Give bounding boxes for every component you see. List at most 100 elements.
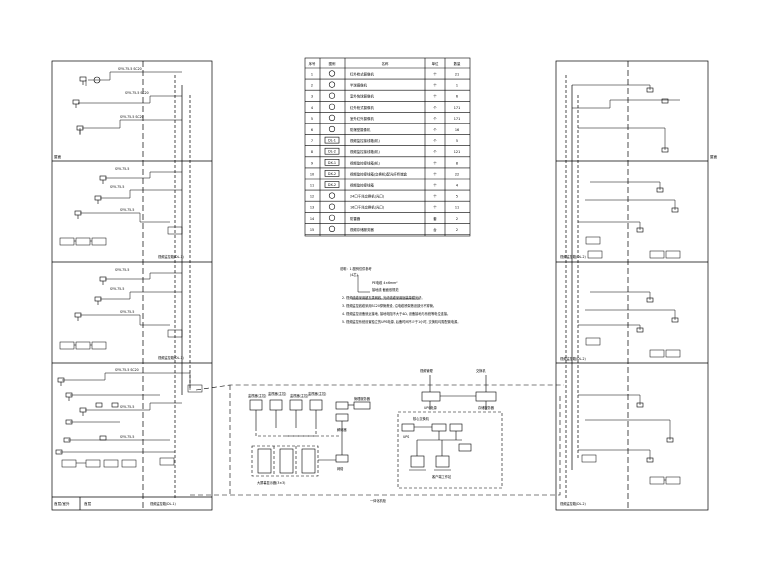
legend-qty: 4	[456, 184, 458, 188]
upper-box-label-1: 视频管理	[420, 368, 434, 373]
legend-unit: 个	[433, 171, 437, 176]
legend-qty: 21	[455, 73, 459, 77]
upper-box-label-2: 交换机	[476, 368, 486, 373]
left-floor-1-note: SYV-75-5 SC20	[120, 115, 144, 119]
svg-text:SYV-75-5: SYV-75-5	[115, 268, 129, 272]
legend-camera-icon	[328, 203, 336, 210]
legend-sym: DX-2	[328, 172, 336, 176]
notes-line-1: 2. 视频线缆采用超五类网线, 光纤线缆采用铠装单模光纤。	[342, 295, 425, 300]
legend-sym: DL-2	[328, 150, 336, 154]
legend-unit: 个	[433, 160, 437, 165]
legend-no: 3	[311, 95, 313, 99]
legend-name: 16口千兆交换机(光口)	[350, 205, 385, 210]
legend-unit: 个	[433, 183, 437, 188]
legend-unit: 个	[433, 138, 437, 143]
legend-qty: 11	[455, 206, 459, 210]
svg-text:SYV-75-5: SYV-75-5	[110, 185, 124, 189]
monitor-label-4: 监视器(主控)	[308, 391, 326, 396]
monitor-label-3: 监视器(主控)	[290, 393, 308, 398]
legend-camera-icon	[328, 214, 336, 221]
legend-name: 防爆型摄像机	[350, 127, 371, 132]
legend-name: 视频监控接线箱(交换机)配光纤终端盒	[350, 171, 408, 176]
control-room-labels: 监视器(主控) 监视器(主控) 监视器(主控) 监视器(主控) 大屏幕显示器(3…	[248, 368, 495, 503]
svg-text:SYV-75-5: SYV-75-5	[120, 405, 134, 409]
legend-camera-icon	[328, 103, 336, 110]
legend-header: 图例	[329, 61, 336, 66]
right-panel	[555, 60, 709, 511]
legend-qty: 22	[455, 172, 459, 176]
legend-unit: 个	[433, 83, 437, 88]
core-switch-label: 核心交换机	[413, 416, 430, 421]
legend-sym: DX-1	[328, 161, 336, 165]
legend-name: 半球摄像机	[350, 83, 368, 88]
legend-qty: 1	[456, 84, 458, 88]
svg-text:SYV-75-5 SC20: SYV-75-5 SC20	[115, 368, 139, 372]
left-bottom-mid-label: 首层	[84, 501, 92, 506]
legend-unit: 个	[433, 116, 437, 121]
svg-text:SYV-75-5: SYV-75-5	[120, 435, 134, 439]
svg-text:SYV-75-5: SYV-75-5	[115, 167, 129, 171]
video-wall-label: 大屏幕显示器(3×3)	[257, 480, 285, 485]
left-bottom-label: 首层/室外	[54, 501, 70, 506]
storage-label: 存储服务器	[478, 405, 495, 410]
legend-no: 9	[311, 161, 313, 165]
legend-unit: 套	[433, 216, 437, 221]
legend-name: 室外快球摄像机	[350, 94, 374, 99]
legend-name: 红外枪式摄像机	[350, 105, 374, 110]
legend-qty: 171	[454, 106, 460, 110]
legend-no: 10	[310, 172, 314, 176]
left-panel	[51, 60, 213, 511]
legend-camera-icon	[328, 192, 336, 199]
legend-name: 24口千兆交换机(光口)	[350, 194, 385, 199]
small-label-3: 网络	[337, 466, 344, 471]
legend-qty: 2	[456, 217, 458, 221]
svg-text:SYV-75-5: SYV-75-5	[110, 287, 124, 291]
svg-text:SYV-75-5: SYV-75-5	[120, 310, 134, 314]
legend-name: 视频监控接线箱(机)	[350, 149, 380, 154]
legend-no: 8	[311, 150, 313, 154]
legend-camera-icon	[328, 125, 336, 133]
monitor-label-1: 监视器(主控)	[248, 393, 266, 398]
legend-no: 4	[311, 106, 313, 110]
legend-name: 视频存储服务器	[350, 227, 374, 232]
legend-unit: 个	[433, 149, 437, 154]
legend-name: 视频监控接线箱(机)	[350, 160, 380, 165]
left-camera-icons	[55, 76, 119, 455]
legend-unit: 个	[433, 194, 437, 199]
legend-no: 6	[311, 128, 313, 132]
legend-qty: 5	[456, 139, 458, 143]
legend-unit: 个	[433, 94, 437, 99]
left-floor-3	[59, 272, 183, 350]
legend-sym: DL-1	[328, 139, 336, 143]
left-floor-2	[59, 171, 183, 246]
legend-no: 2	[311, 84, 313, 88]
notes-line-4: 5. 视频监控系统设置独立的UPS电源, 后备时间不少于1小时, 交换机均需配置…	[342, 319, 460, 324]
legend-header: 序号	[309, 61, 316, 66]
legend-qty: 8	[456, 161, 458, 165]
legend-box-icon	[324, 159, 340, 166]
right-box-label-2: 视频监控箱(DL-2)	[560, 356, 586, 361]
right-box-label-4: 视频监控箱(DL-2)	[560, 501, 586, 506]
legend-unit: 个	[433, 127, 437, 132]
legend-unit: 台	[433, 227, 437, 232]
legend-qty: 2	[456, 228, 458, 232]
left-box-label-4: 视频监控箱(DL-1)	[150, 501, 176, 506]
cabinet-caption: 一体化机柜	[370, 498, 387, 503]
legend-box-icon	[324, 136, 340, 144]
notes-line-2: 3. 视频监控线缆采用SC20穿管敷设, 沿电缆桥架敷设部分不穿管。	[342, 303, 436, 308]
left-floor-4	[60, 372, 203, 468]
left-box-label-3: 视频监控箱(DL-1)	[158, 355, 184, 360]
legend-camera-icon	[328, 225, 336, 232]
control-room	[190, 375, 564, 496]
legend-no: 14	[310, 217, 314, 221]
left-floor-label: 屋面	[54, 154, 62, 159]
right-camera-icons	[636, 87, 679, 463]
legend-no: 11	[310, 184, 314, 188]
legend-camera-icon	[328, 81, 336, 88]
ups-label: UPS电源	[424, 405, 437, 410]
notes-line-3: 4. 视频监控设备就近接地, 接地电阻不大于4Ω, 设备接地与系统等电位连接。	[342, 311, 450, 316]
legend-no: 5	[311, 117, 313, 121]
legend-qty: 6	[456, 95, 458, 99]
